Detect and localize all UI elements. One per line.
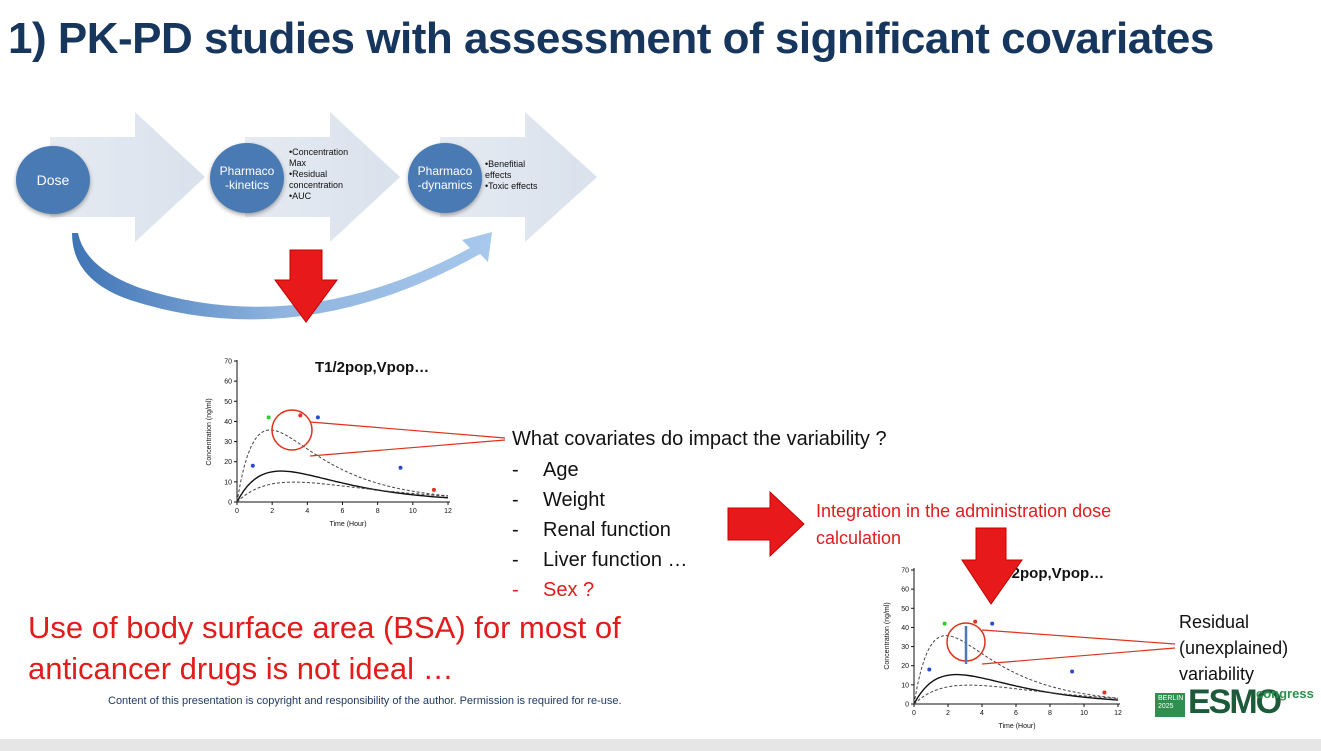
callout-lines-2 [981, 629, 1176, 665]
pk-chart-population: 0 10 20 30 40 50 60 70 0 2 4 6 8 10 12 Time (Hour) Co… [200, 350, 462, 532]
x-tick-label: 2 [270, 508, 274, 515]
observation-point [1102, 690, 1107, 695]
observation-point [431, 487, 436, 492]
chart1-zoom-circle [271, 409, 313, 451]
observation-point [398, 465, 403, 470]
callout-lines-1 [309, 421, 506, 457]
chart2-ylabel: Concentration (ng/ml) [884, 602, 891, 669]
pd-bullet-item: Benefitial effects [485, 159, 547, 181]
y-tick-label: 20 [224, 459, 232, 466]
lower-bound-curve [913, 684, 1119, 705]
observation-point [298, 413, 303, 418]
feedback-curve-arrow [72, 232, 492, 320]
chart2-y-ticks: 0 10 20 30 40 50 60 70 [901, 568, 914, 709]
observation-point [266, 415, 271, 420]
x-tick-label: 10 [1080, 710, 1088, 717]
covariate-item: -Sex ? [512, 579, 595, 601]
x-tick-label: 8 [1048, 710, 1052, 717]
esmo-logo: ESMO [1188, 683, 1282, 721]
y-tick-label: 10 [224, 479, 232, 486]
x-tick-label: 8 [376, 508, 380, 515]
pk-bullet-item: Concentration Max [289, 147, 361, 169]
observation-point [927, 667, 932, 672]
observation-point [1070, 669, 1075, 674]
pharmacokinetics-circle: Pharmaco -kinetics [210, 143, 284, 213]
mean-curve [913, 673, 1119, 705]
y-tick-label: 60 [901, 587, 909, 594]
flow-arrow-1 [50, 112, 205, 242]
pkpd-flow-diagram [50, 112, 597, 323]
y-tick-label: 50 [901, 606, 909, 613]
y-tick-label: 0 [228, 500, 232, 507]
x-tick-label: 4 [305, 508, 309, 515]
x-tick-label: 6 [1014, 710, 1018, 717]
y-tick-label: 20 [901, 663, 909, 670]
chart2-annotation: T1/2pop,Vpop… [990, 565, 1104, 582]
x-tick-label: 12 [444, 508, 452, 515]
pk-bullet-item: AUC [289, 191, 361, 202]
x-tick-label: 6 [341, 508, 345, 515]
lower-bound-curve [236, 481, 449, 503]
y-tick-label: 10 [901, 682, 909, 689]
x-tick-label: 0 [912, 710, 916, 717]
dose-label: Dose [36, 172, 70, 188]
covariate-item: -Liver function … [512, 549, 688, 571]
chart2-x-ticks: 0 2 4 6 8 10 12 [912, 704, 1122, 717]
red-right-arrow [727, 490, 805, 558]
pk-chart-individual: 0 10 20 30 40 50 60 70 0 2 4 6 8 10 12 Time (Hour) Co… [880, 560, 1142, 736]
y-tick-label: 30 [901, 644, 909, 651]
pk-bullet-item: Residual concentration [289, 169, 361, 191]
covariates-question: What covariates do impact the variabilit… [512, 428, 887, 450]
esmo-logo-city: BERLIN 2025 [1155, 693, 1185, 717]
covariate-item: -Weight [512, 489, 605, 511]
footer-bar [0, 739, 1321, 751]
residual-variability-text: Residual (unexplained) variability [1179, 612, 1289, 684]
mean-curve [236, 470, 449, 503]
x-tick-label: 4 [980, 710, 984, 717]
y-tick-label: 40 [901, 625, 909, 632]
y-tick-label: 70 [224, 359, 232, 366]
x-tick-label: 10 [409, 508, 417, 515]
chart1-ylabel: Concentration (ng/ml) [206, 398, 213, 465]
chart1-xlabel: Time (Hour) [329, 521, 366, 528]
y-tick-label: 40 [224, 419, 232, 426]
chart1-annotation: T1/2pop,Vpop… [315, 359, 429, 376]
y-tick-label: 0 [905, 702, 909, 709]
covariate-item: -Age [512, 459, 579, 481]
pk-label: Pharmaco -kinetics [219, 164, 275, 192]
copyright-note: Content of this presentation is copyrigh… [108, 695, 622, 707]
observation-point [942, 621, 947, 626]
covariate-item: -Renal function [512, 519, 671, 541]
red-down-arrow-1 [274, 249, 338, 323]
chart2-xlabel: Time (Hour) [998, 723, 1035, 730]
pk-bullets: Concentration Max Residual concentration… [289, 147, 361, 202]
esmo-logo-congress: congress [1256, 686, 1314, 701]
y-tick-label: 70 [901, 568, 909, 575]
chart1-x-ticks: 0 2 4 6 8 10 12 [235, 502, 452, 515]
x-tick-label: 0 [235, 508, 239, 515]
dose-circle: Dose [16, 146, 90, 214]
x-tick-label: 12 [1114, 710, 1122, 717]
y-tick-label: 30 [224, 439, 232, 446]
pd-label: Pharmaco -dynamics [417, 164, 473, 192]
pharmacodynamics-circle: Pharmaco -dynamics [408, 143, 482, 213]
red-down-arrow-2 [961, 527, 1023, 605]
page-title: 1) PK-PD studies with assessment of sign… [8, 14, 1214, 63]
pd-bullets: Benefitial effects Toxic effects [485, 159, 547, 192]
observation-point [990, 621, 995, 626]
y-tick-label: 60 [224, 379, 232, 386]
y-tick-label: 50 [224, 399, 232, 406]
observation-point [315, 415, 320, 420]
observation-point [973, 619, 978, 624]
x-tick-label: 2 [946, 710, 950, 717]
bsa-statement: Use of body surface area (BSA) for most … [28, 610, 621, 686]
observation-point [250, 463, 255, 468]
chart1-y-ticks: 0 10 20 30 40 50 60 70 [224, 359, 237, 507]
integration-text: Integration in the administration dose c… [816, 501, 1112, 548]
covariates-list: -Age -Weight -Renal function -Liver func… [512, 455, 688, 605]
pd-bullet-item: Toxic effects [485, 181, 547, 192]
